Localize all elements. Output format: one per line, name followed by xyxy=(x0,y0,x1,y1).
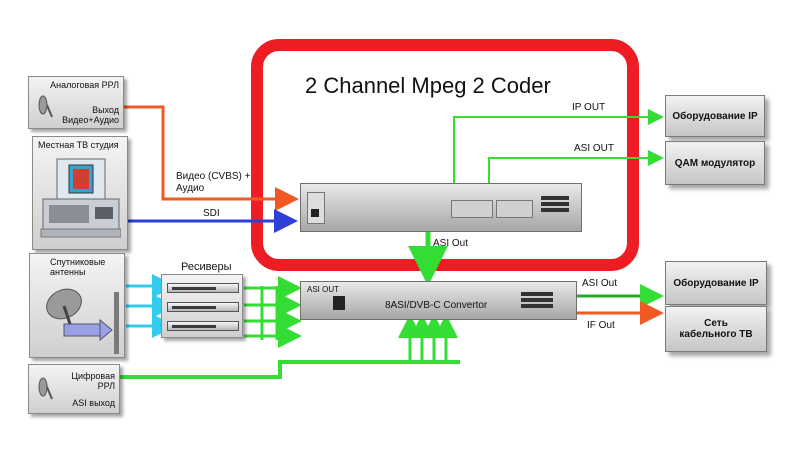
tv-studio-box: Местная ТВ студия xyxy=(32,136,128,250)
ip-equipment-bottom-label: Оборудование IP xyxy=(673,277,759,289)
mpeg2-coder-device xyxy=(300,183,582,232)
satellite-dish-icon xyxy=(46,288,119,354)
digital-rrl-name: Цифровая РРЛ xyxy=(71,371,115,392)
coder-logo xyxy=(541,196,569,216)
receiver-3 xyxy=(167,321,239,331)
ip-equipment-top-label: Оборудование IP xyxy=(672,110,758,122)
antenna-icon xyxy=(38,95,53,118)
coder-port-panel-1 xyxy=(451,200,493,218)
coder-power-panel xyxy=(307,192,325,224)
digital-rrl-output: ASI выход xyxy=(72,398,115,408)
sdi-label: SDI xyxy=(203,208,220,219)
tv-studio-console-icon xyxy=(40,158,121,238)
receivers-label: Ресиверы xyxy=(181,261,232,273)
line-ip-out xyxy=(453,109,664,183)
receiver-2 xyxy=(167,302,239,312)
ip-equipment-bottom-box: Оборудование IP xyxy=(665,261,767,305)
line-video-audio xyxy=(123,105,299,211)
satellite-name: Спутниковые антенны xyxy=(50,257,106,278)
converter-panel-label: ASI OUT xyxy=(307,285,340,294)
qam-modulator-box: QAM модулятор xyxy=(665,141,765,185)
receivers-box xyxy=(161,274,243,338)
qam-modulator-label: QAM модулятор xyxy=(674,157,756,169)
analog-rrl-output: Выход Видео+Аудио xyxy=(62,105,119,126)
cable-tv-label: Сеть кабельного ТВ xyxy=(679,318,753,340)
analog-rrl-box: Аналоговая РРЛ Выход Видео+Аудио xyxy=(28,76,124,129)
if-out-label: IF Out xyxy=(587,320,615,331)
tv-studio-name: Местная ТВ студия xyxy=(38,140,119,150)
line-digital-rrl xyxy=(119,360,460,379)
satellite-box: Спутниковые антенны xyxy=(29,253,125,358)
video-audio-label: Видео (CVBS) + Аудио xyxy=(176,171,251,194)
converter-power-switch xyxy=(333,296,345,310)
asi-out-mid-label: ASI Out xyxy=(433,238,469,249)
analog-rrl-name: Аналоговая РРЛ xyxy=(50,80,119,90)
asi-out-right-label: ASI Out xyxy=(582,278,618,289)
converter-label: 8ASI/DVB-C Convertor xyxy=(385,300,488,311)
receiver-1 xyxy=(167,283,239,293)
antenna-icon xyxy=(38,377,53,400)
ip-equipment-top-box: Оборудование IP xyxy=(665,95,765,137)
coder-port-panel-2 xyxy=(496,200,533,218)
coder-title: 2 Channel Mpeg 2 Coder xyxy=(305,73,551,98)
converter-device: ASI OUT 8ASI/DVB-C Convertor xyxy=(300,281,577,320)
asi-out-top-label: ASI OUT xyxy=(574,143,615,154)
converter-logo xyxy=(521,292,553,312)
digital-rrl-box: Цифровая РРЛ ASI выход xyxy=(28,364,120,414)
ip-out-label: IP OUT xyxy=(572,102,606,113)
cable-tv-box: Сеть кабельного ТВ xyxy=(665,306,767,352)
line-asi-out-top xyxy=(488,150,664,183)
